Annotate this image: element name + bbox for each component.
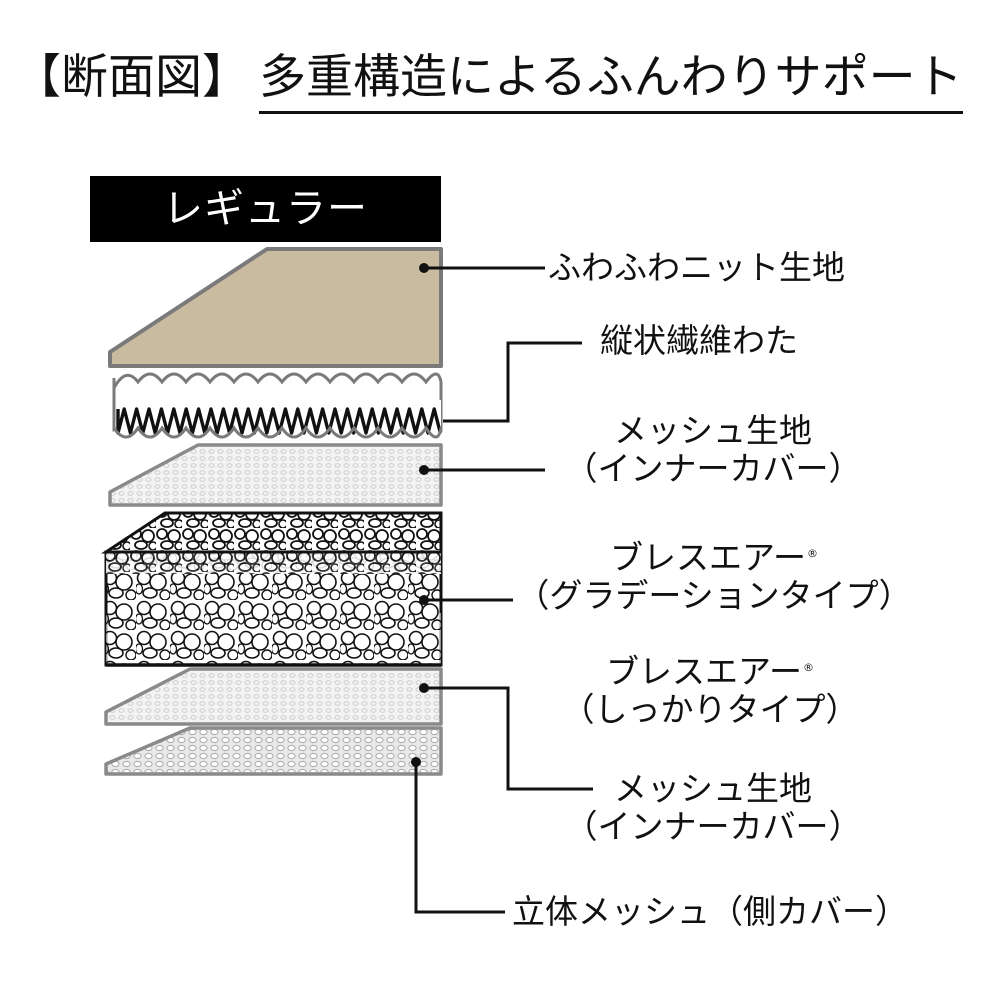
label-mesh-inner-cover-top-line1: メッシュ生地 bbox=[614, 411, 812, 450]
vertical-fiber-wadding-layer bbox=[112, 372, 443, 439]
label-breathair-firm-name: ブレスエアー bbox=[605, 652, 803, 691]
label-mesh-inner-cover-bottom-line2: （インナーカバー） bbox=[564, 807, 862, 846]
leader-line-mesh-inner-bottom bbox=[424, 686, 593, 791]
label-breathair-gradation-name: ブレスエアー bbox=[609, 538, 807, 577]
label-mesh-inner-cover-top: メッシュ生地 （インナーカバー） bbox=[548, 412, 878, 488]
label-3d-mesh-side-cover: 立体メッシュ（側カバー） bbox=[512, 893, 932, 931]
heading-bracket-label: 【断面図】 bbox=[14, 50, 249, 105]
label-breathair-gradation-line1: ブレスエアー® bbox=[514, 535, 914, 577]
breathair-gradation-layer bbox=[101, 511, 443, 667]
label-vertical-fiber-wadding: 縦状繊維わた bbox=[600, 322, 840, 360]
label-mesh-inner-cover-bottom-line1: メッシュ生地 bbox=[614, 769, 812, 808]
label-breathair-firm-line2: （しっかりタイプ） bbox=[561, 690, 859, 729]
inner-mesh-layer-top bbox=[108, 443, 443, 507]
leader-line-wadding bbox=[443, 341, 582, 423]
registered-mark: ® bbox=[803, 661, 815, 674]
registered-mark: ® bbox=[807, 547, 819, 560]
label-vertical-fiber-wadding-text: 縦状繊維わた bbox=[600, 321, 798, 360]
label-knit-fabric-text: ふわふわニット生地 bbox=[548, 248, 845, 287]
label-breathair-firm: ブレスエアー® （しっかりタイプ） bbox=[560, 649, 860, 729]
leader-lines bbox=[414, 266, 593, 914]
heading-title: 多重構造によるふんわりサポート bbox=[259, 47, 963, 114]
label-mesh-inner-cover-bottom: メッシュ生地 （インナーカバー） bbox=[548, 770, 878, 846]
label-breathair-firm-line1: ブレスエアー® bbox=[560, 649, 860, 691]
label-mesh-inner-cover-top-line2: （インナーカバー） bbox=[564, 449, 862, 488]
variant-label-box: レギュラー bbox=[90, 176, 441, 242]
3d-mesh-side-cover-layer bbox=[104, 726, 443, 776]
label-3d-mesh-side-cover-text: 立体メッシュ（側カバー） bbox=[512, 892, 908, 931]
leader-dots bbox=[411, 263, 429, 767]
label-knit-fabric: ふわふわニット生地 bbox=[548, 249, 888, 287]
diagram-heading: 【断面図】多重構造によるふんわりサポート bbox=[14, 38, 994, 118]
label-breathair-gradation-line2: （グラデーションタイプ） bbox=[516, 576, 912, 615]
leader-line-3d-mesh bbox=[414, 762, 505, 914]
knit-fabric-layer bbox=[108, 247, 443, 368]
label-breathair-gradation: ブレスエアー® （グラデーションタイプ） bbox=[514, 535, 914, 615]
breathair-firm-layer bbox=[104, 667, 443, 726]
